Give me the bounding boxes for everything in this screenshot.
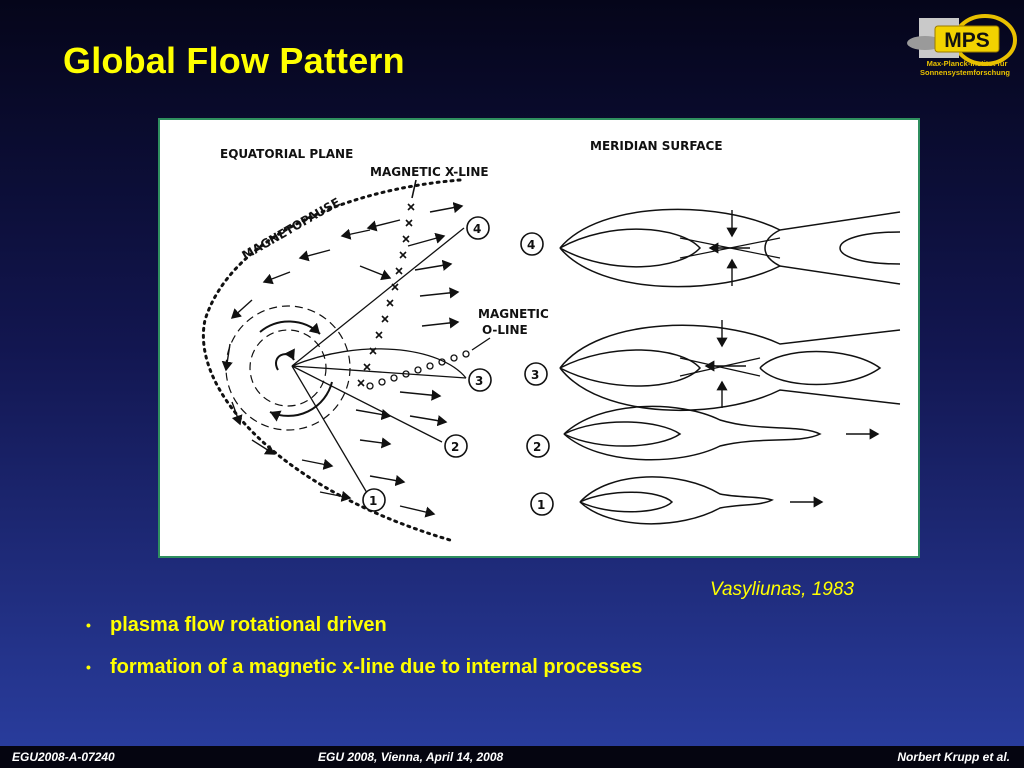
meridian-field-lines: [559, 208, 901, 525]
bullet-item: • plasma flow rotational driven: [86, 604, 642, 646]
svg-text:2: 2: [451, 440, 459, 454]
label-magnetic-o-line-2: O-LINE: [482, 323, 528, 337]
mps-logo: MPS Max-Planck-Institut für Sonnensystem…: [905, 10, 1021, 82]
bullet-text: formation of a magnetic x-line due to in…: [110, 656, 643, 678]
svg-text:4: 4: [473, 222, 481, 236]
magnetic-x-line: [357, 179, 417, 387]
meridian-markers: 4 3 2 1: [520, 232, 554, 516]
flow-pattern-diagram: EQUATORIAL PLANE MERIDIAN SURFACE MAGNET…: [202, 139, 901, 542]
svg-text:3: 3: [475, 374, 483, 388]
magnetic-o-line: [366, 337, 491, 390]
mps-logo-icon: MPS Max-Planck-Institut für Sonnensystem…: [907, 14, 1017, 77]
svg-text:2: 2: [533, 440, 541, 454]
slide-title: Global Flow Pattern: [63, 40, 405, 81]
rotation-arrow: [275, 348, 295, 371]
label-meridian-surface: MERIDIAN SURFACE: [590, 139, 723, 153]
slide-footer: EGU2008-A-07240 EGU 2008, Vienna, April …: [0, 746, 1024, 768]
bullet-list: • plasma flow rotational driven • format…: [86, 604, 642, 688]
flow-arrows: [221, 202, 464, 518]
mps-logo-line2: Sonnensystemforschung: [920, 68, 1010, 77]
label-magnetic-o-line-1: MAGNETIC: [478, 307, 549, 321]
footer-authors: Norbert Krupp et al.: [897, 750, 1010, 764]
svg-text:1: 1: [537, 498, 545, 512]
label-magnetic-x-line: MAGNETIC X-LINE: [370, 165, 489, 179]
meridian-flow-arrows: [704, 210, 880, 508]
bullet-text: plasma flow rotational driven: [110, 614, 387, 636]
bullet-item: • formation of a magnetic x-line due to …: [86, 646, 642, 688]
figure-credit: Vasyliunas, 1983: [710, 579, 855, 600]
bullet-dot-icon: •: [86, 659, 91, 675]
label-magnetopause: MAGNETOPAUSE: [240, 195, 343, 263]
bullet-dot-icon: •: [86, 617, 91, 633]
flow-pattern-figure: EQUATORIAL PLANE MERIDIAN SURFACE MAGNET…: [158, 118, 920, 558]
field-lines-equatorial: [291, 227, 467, 499]
label-equatorial-plane: EQUATORIAL PLANE: [220, 147, 353, 161]
mps-logo-line1: Max-Planck-Institut für: [927, 59, 1008, 68]
svg-text:3: 3: [531, 368, 539, 382]
equatorial-markers: 4 3 2 1: [362, 216, 492, 512]
footer-abstract-id: EGU2008-A-07240: [12, 750, 115, 764]
svg-text:1: 1: [369, 494, 377, 508]
mps-logo-text: MPS: [944, 29, 990, 52]
footer-event: EGU 2008, Vienna, April 14, 2008: [318, 750, 504, 764]
inner-dashed-circle: [225, 305, 351, 431]
svg-text:4: 4: [527, 238, 535, 252]
magnetopause-boundary: [202, 178, 462, 542]
